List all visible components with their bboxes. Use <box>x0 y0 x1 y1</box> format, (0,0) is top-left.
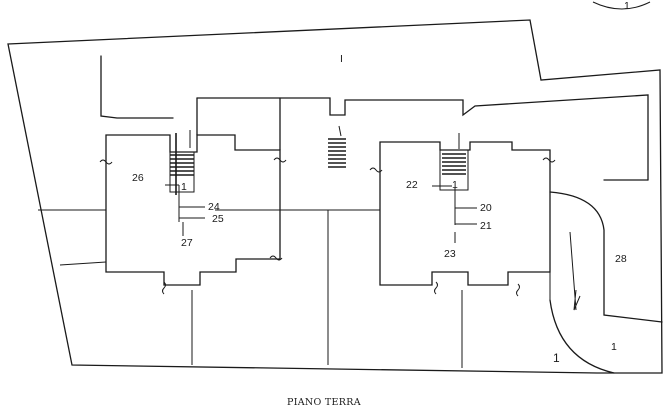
right-tilde-marks <box>369 157 556 297</box>
center-stair <box>328 125 346 168</box>
courtyard-top-edge <box>196 94 649 181</box>
right-unit-22: 22 <box>406 179 418 191</box>
left-meter-lines <box>165 184 205 236</box>
corner-label: 1 <box>624 0 630 12</box>
courtyard-boundary <box>100 55 174 119</box>
ramp-inner <box>569 231 581 311</box>
left-unit-26: 26 <box>132 172 144 184</box>
left-unit-24: 24 <box>208 201 220 213</box>
right-unit-21: 21 <box>480 220 492 232</box>
right-stair-1: 1 <box>452 179 458 191</box>
left-unit-25: 25 <box>212 213 224 225</box>
corner-arc <box>592 1 651 10</box>
left-unit-27: 27 <box>181 237 193 249</box>
left-building-tower <box>196 97 281 151</box>
right-meter-lines <box>432 185 477 243</box>
right-building-outline <box>379 141 551 286</box>
right-unit-23: 23 <box>444 248 456 260</box>
left-tilde-marks <box>99 157 287 295</box>
right-stair <box>439 133 469 191</box>
site-boundary <box>7 19 663 374</box>
plan-title: PIANO TERRA <box>287 397 361 408</box>
ramp-area-1: 1 <box>611 341 617 353</box>
left-stair-1: 1 <box>181 181 187 193</box>
lot-division <box>38 192 551 368</box>
right-unit-20: 20 <box>480 202 492 214</box>
ramp-outline <box>549 179 663 374</box>
garage-28: 28 <box>615 253 627 265</box>
top-area-label: I <box>340 53 343 65</box>
ramp-label-1: 1 <box>553 351 560 365</box>
